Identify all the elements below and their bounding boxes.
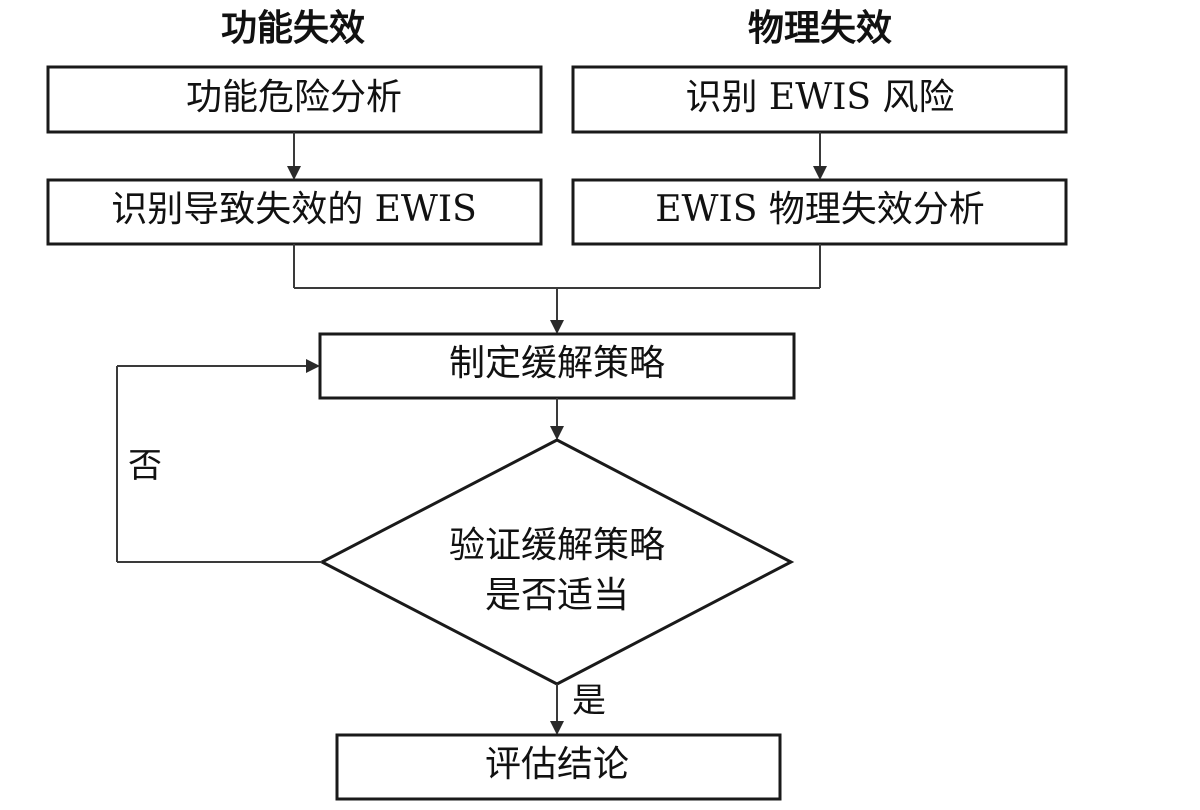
- connector-left-top: [287, 132, 301, 180]
- connector-yes: [550, 684, 564, 735]
- node-ewis-physical-failure-analysis: EWIS 物理失效分析: [571, 178, 1068, 246]
- node-verify-mitigation-label-line2: 是否适当: [485, 575, 629, 616]
- connector-right-top: [813, 132, 827, 180]
- connector-to-decision: [550, 398, 564, 440]
- node-functional-hazard-analysis: 功能危险分析: [46, 65, 543, 134]
- node-functional-hazard-analysis-label: 功能危险分析: [186, 77, 402, 118]
- node-verify-mitigation-decision: 验证缓解策略 是否适当: [318, 438, 795, 686]
- heading-physical-failure: 物理失效: [748, 8, 892, 49]
- node-ewis-physical-failure-analysis-label: EWIS 物理失效分析: [655, 189, 985, 230]
- node-identify-ewis-risk: 识别 EWIS 风险: [571, 65, 1068, 134]
- node-evaluate-conclusion: 评估结论: [335, 733, 782, 801]
- branch-yes-label: 是: [572, 681, 606, 721]
- node-identify-failure-ewis: 识别导致失效的 EWIS: [46, 178, 543, 246]
- node-verify-mitigation-label-line1: 验证缓解策略: [449, 525, 665, 566]
- node-identify-ewis-risk-label: 识别 EWIS 风险: [685, 77, 954, 118]
- branch-no-label: 否: [128, 446, 162, 486]
- node-develop-mitigation: 制定缓解策略: [318, 332, 796, 400]
- heading-functional-failure: 功能失效: [221, 8, 365, 49]
- node-develop-mitigation-label: 制定缓解策略: [449, 343, 665, 384]
- connector-no-loop: [116, 359, 322, 563]
- connector-merge: [293, 244, 821, 334]
- node-evaluate-conclusion-label: 评估结论: [485, 744, 629, 785]
- node-identify-failure-ewis-label: 识别导致失效的 EWIS: [111, 189, 477, 230]
